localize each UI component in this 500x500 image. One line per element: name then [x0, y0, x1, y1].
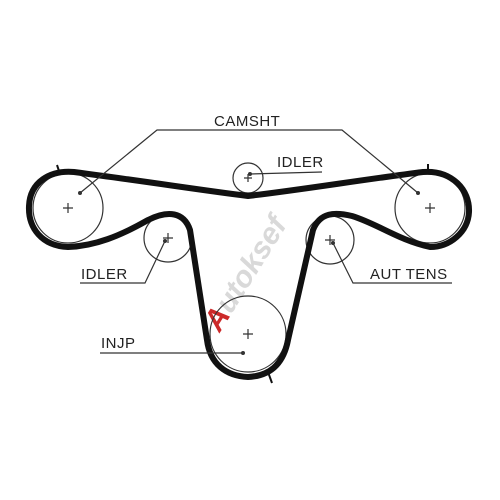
injection-pump-pulley	[209, 295, 287, 373]
pulley-center-marks	[63, 174, 435, 339]
label-aut-tens: AUT TENS	[370, 266, 448, 283]
label-idler-left: IDLER	[81, 266, 128, 283]
timing-belt	[25, 168, 472, 380]
label-camsht: CAMSHT	[214, 113, 280, 130]
label-injp: INJP	[101, 335, 136, 352]
svg-text:Autoksef: Autoksef	[197, 208, 295, 338]
watermark: Autoksef	[197, 208, 295, 338]
timing-marks	[56, 164, 429, 384]
watermark-rest: utoksef	[209, 208, 295, 319]
label-idler-top: IDLER	[277, 154, 324, 171]
leader-dots	[78, 172, 420, 355]
leader-lines	[79, 129, 452, 354]
